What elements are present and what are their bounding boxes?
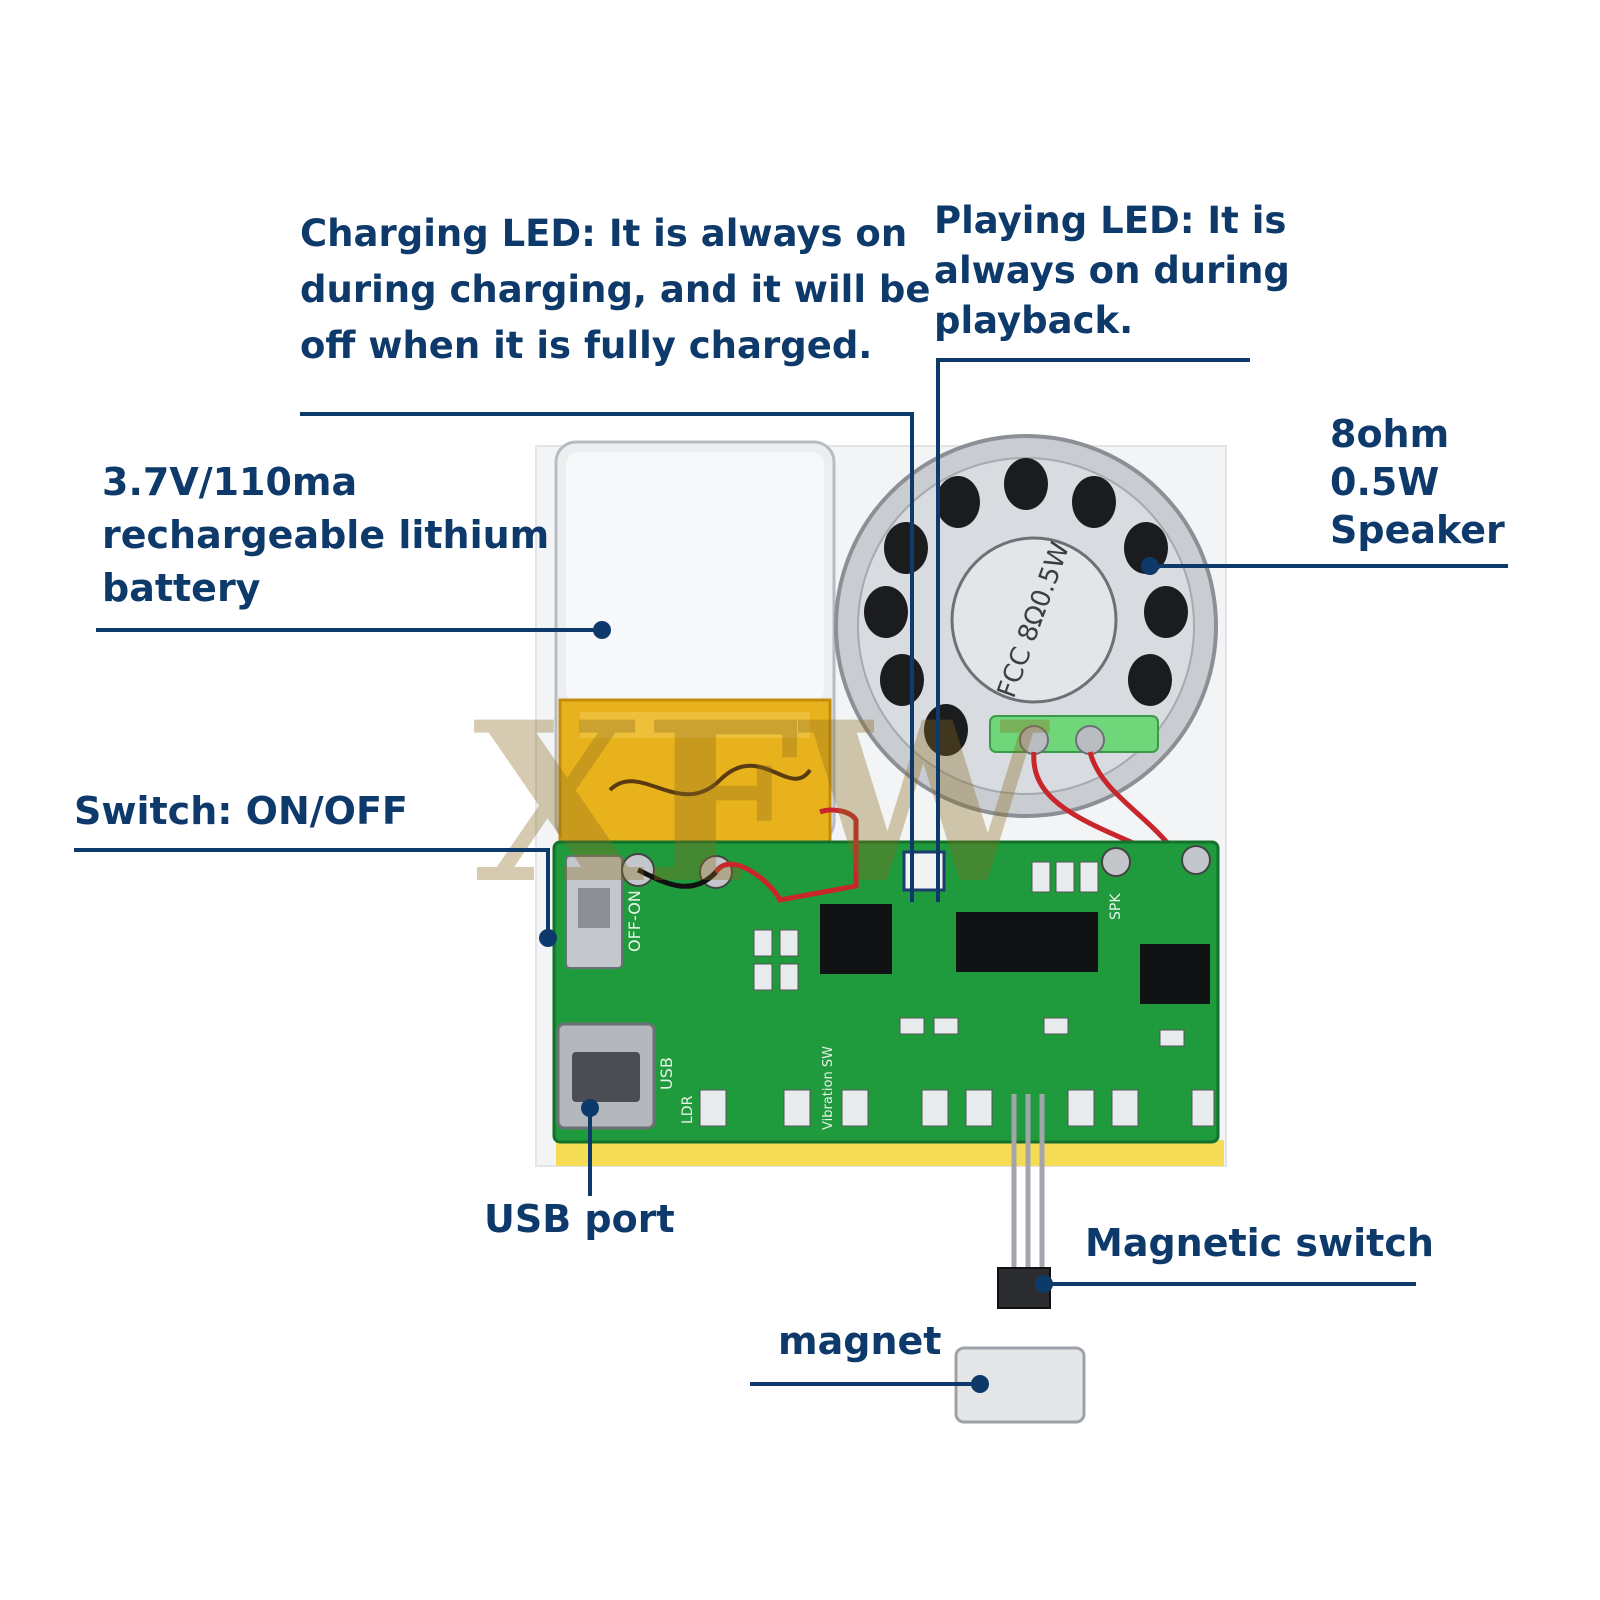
leader-switch [74,848,550,938]
silk-vibration: Vibration SW [821,1046,836,1130]
charging-led-line-1: Charging LED: It is always on [300,212,908,255]
switch-label: Switch: ON/OFF [74,789,408,833]
playing-led-line-3: playback. [934,299,1134,342]
playing-led-line-1: Playing LED: It is [934,199,1287,242]
battery-line-3: battery [102,566,261,610]
battery-line-2: rechargeable lithium [102,513,550,557]
usb-port-label: USB port [484,1197,675,1241]
battery-line-1: 3.7V/110ma [102,460,358,504]
yellow-tape [556,1140,1224,1166]
battery [554,440,836,848]
silk-usb: USB [657,1057,676,1090]
playing-led-line-2: always on during [934,249,1290,292]
ic-chip-1 [820,904,892,974]
silk-ldr: LDR [680,1095,696,1124]
speaker-label: 8ohm 0.5W Speaker [1330,410,1505,554]
speaker-line-1: 8ohm [1330,412,1450,456]
speaker-line-3: Speaker [1330,508,1505,552]
battery-label: 3.7V/110ma rechargeable lithium battery [102,456,549,615]
speaker-line-2: 0.5W [1330,460,1440,504]
watermark: XFW [473,673,1050,932]
leader-dots [539,557,1159,1393]
slide-switch-knob [578,888,610,928]
ic-chip-3 [1140,944,1210,1004]
silk-off-on: OFF-ON [625,890,644,952]
silk-spk: SPK [1108,893,1124,920]
pcb-board: OFF-ON USB LDR Vibration SW SPK [552,807,1220,1144]
magnetic-switch-sensor [997,1094,1051,1309]
charging-led-line-2: during charging, and it will be [300,268,931,311]
ic-chip-2 [956,912,1098,972]
magnetic-switch-label: Magnetic switch [1085,1221,1434,1265]
leader-charging-led [300,412,914,902]
leader-lines [74,358,1508,1386]
leader-playing-led [936,358,1250,902]
magnet-label: magnet [778,1319,942,1363]
charging-led-line-3: off when it is fully charged. [300,324,873,367]
playing-led-label: Playing LED: It is always on during play… [934,196,1290,346]
charging-led-label: Charging LED: It is always on during cha… [300,206,931,374]
